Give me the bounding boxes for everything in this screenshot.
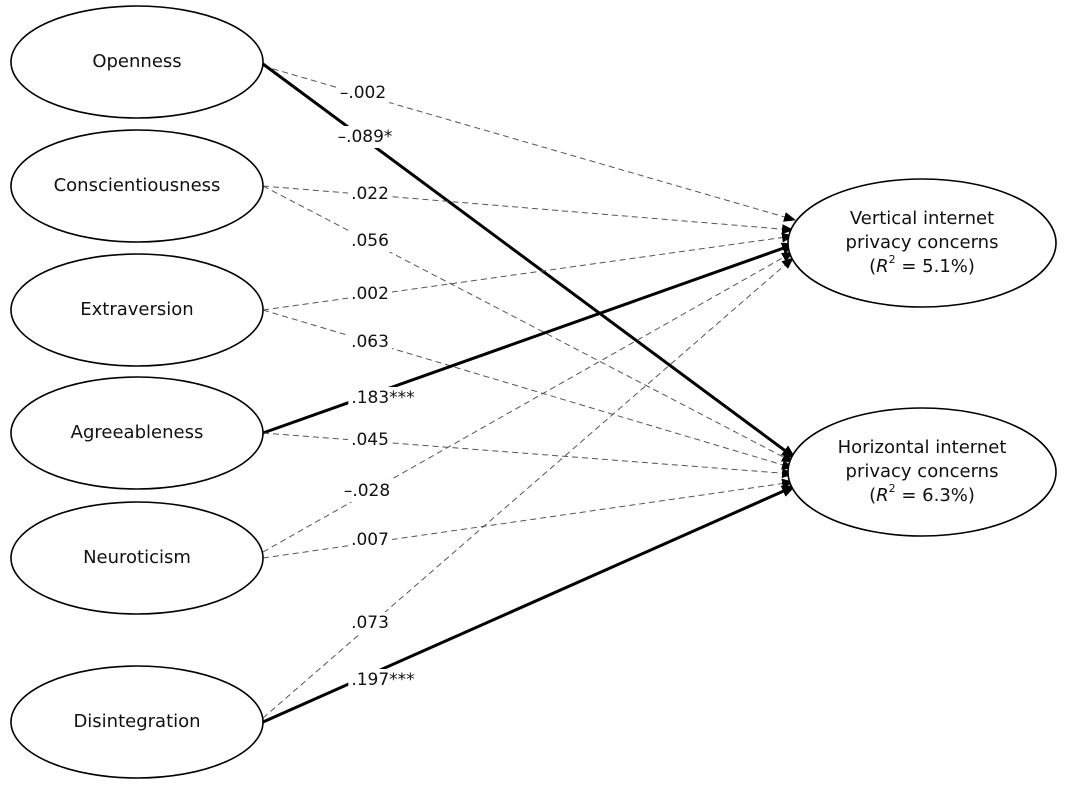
path-label-neuroticism-to-horizontal: .007 [348, 529, 392, 551]
path-disintegration-to-horizontal [262, 484, 796, 724]
coefficient-label-background [348, 669, 418, 691]
path-label-disintegration-to-horizontal: .197*** [348, 669, 418, 691]
r2-symbol: R [876, 256, 889, 277]
path-label-openness-to-vertical: –.002 [336, 82, 390, 104]
predictor-label: Agreeableness [71, 422, 204, 443]
predictor-node-conscientiousness: Conscientiousness [10, 129, 264, 243]
node-ellipse [10, 665, 264, 779]
coefficient-label-background [334, 126, 396, 148]
path-label-agreeableness-to-horizontal: .045 [348, 429, 392, 451]
path-disintegration-to-vertical [262, 257, 794, 719]
coefficient-label-background [348, 429, 392, 451]
r2-open-paren: ( [869, 485, 876, 506]
coefficient-label: .002 [351, 284, 389, 304]
r2-value: = 6.3%) [896, 485, 975, 506]
outcome-label-line1: Horizontal internet [838, 437, 1007, 458]
node-ellipse [10, 5, 264, 119]
coefficient-label-background [348, 283, 392, 305]
path-label-agreeableness-to-vertical: .183*** [348, 387, 418, 409]
coefficient-label: .022 [351, 184, 389, 204]
outcome-label-line2: privacy concerns [846, 461, 999, 482]
coefficient-label: .073 [351, 613, 389, 633]
path-neuroticism-to-vertical [262, 251, 794, 553]
path-label-conscientiousness-to-vertical: .022 [348, 183, 392, 205]
node-ellipse [787, 407, 1057, 537]
predictor-label: Neuroticism [83, 547, 191, 568]
coefficient-label-background [348, 387, 418, 409]
outcome-label-line1: Vertical internet [850, 208, 994, 229]
coefficient-label: –.089* [338, 127, 393, 147]
predictor-label: Openness [92, 51, 181, 72]
r2-superscript: 2 [889, 253, 896, 266]
coefficient-label-background [348, 529, 392, 551]
coefficient-label-background [348, 612, 392, 634]
node-ellipse [10, 376, 264, 490]
r2-symbol: R [876, 485, 889, 506]
r2-superscript: 2 [889, 482, 896, 495]
predictor-label: Disintegration [73, 711, 200, 732]
predictor-node-extraversion: Extraversion [10, 253, 264, 367]
coefficient-label-background [336, 82, 390, 104]
predictor-label: Conscientiousness [54, 175, 221, 196]
predictor-node-openness: Openness [10, 5, 264, 119]
predictor-node-agreeableness: Agreeableness [10, 376, 264, 490]
node-ellipse [10, 253, 264, 367]
node-ellipse [787, 178, 1057, 308]
coefficient-label: .056 [351, 231, 389, 251]
predictor-label: Extraversion [80, 299, 193, 320]
predictor-node-disintegration: Disintegration [10, 665, 264, 779]
paths-layer [262, 62, 796, 724]
node-ellipse [10, 129, 264, 243]
coefficient-label-background [348, 183, 392, 205]
predictor-node-neuroticism: Neuroticism [10, 501, 264, 615]
node-ellipse [10, 501, 264, 615]
path-label-disintegration-to-vertical: .073 [348, 612, 392, 634]
coefficient-label: .197*** [351, 670, 414, 690]
path-conscientiousness-to-vertical [262, 185, 794, 235]
coefficient-label: –.028 [344, 481, 390, 501]
coefficient-label-background [348, 331, 392, 353]
coefficient-label: .183*** [351, 388, 414, 408]
coefficient-label: .063 [351, 332, 389, 352]
path-label-conscientiousness-to-horizontal: .056 [348, 230, 392, 252]
coefficient-label: .007 [351, 530, 389, 550]
path-agreeableness-to-horizontal [262, 432, 794, 479]
path-label-neuroticism-to-vertical: –.028 [340, 480, 394, 502]
path-label-openness-to-horizontal: –.089* [334, 126, 396, 148]
outcome-r-squared: (R2 = 6.3%) [869, 482, 975, 506]
outcome-label-line2: privacy concerns [846, 232, 999, 253]
coefficient-label: –.002 [340, 83, 386, 103]
path-label-extraversion-to-horizontal: .063 [348, 331, 392, 353]
path-label-extraversion-to-vertical: .002 [348, 283, 392, 305]
path-conscientiousness-to-horizontal [262, 185, 794, 463]
nodes-layer: OpennessConscientiousnessExtraversionAgr… [10, 5, 1057, 779]
r2-value: = 5.1%) [896, 256, 975, 277]
outcome-r-squared: (R2 = 5.1%) [869, 253, 975, 277]
coefficient-label-background [340, 480, 394, 502]
coefficient-label-background [348, 230, 392, 252]
path-extraversion-to-horizontal [262, 309, 794, 470]
coefficient-label: .045 [351, 430, 389, 450]
path-extraversion-to-vertical [262, 232, 794, 311]
path-openness-to-horizontal [262, 62, 796, 460]
r2-open-paren: ( [869, 256, 876, 277]
path-agreeableness-to-vertical [262, 242, 796, 435]
coefficient-labels-layer: –.002 –.089* .022 .056 .002 .063 .183*** .045 –.… [334, 82, 418, 691]
